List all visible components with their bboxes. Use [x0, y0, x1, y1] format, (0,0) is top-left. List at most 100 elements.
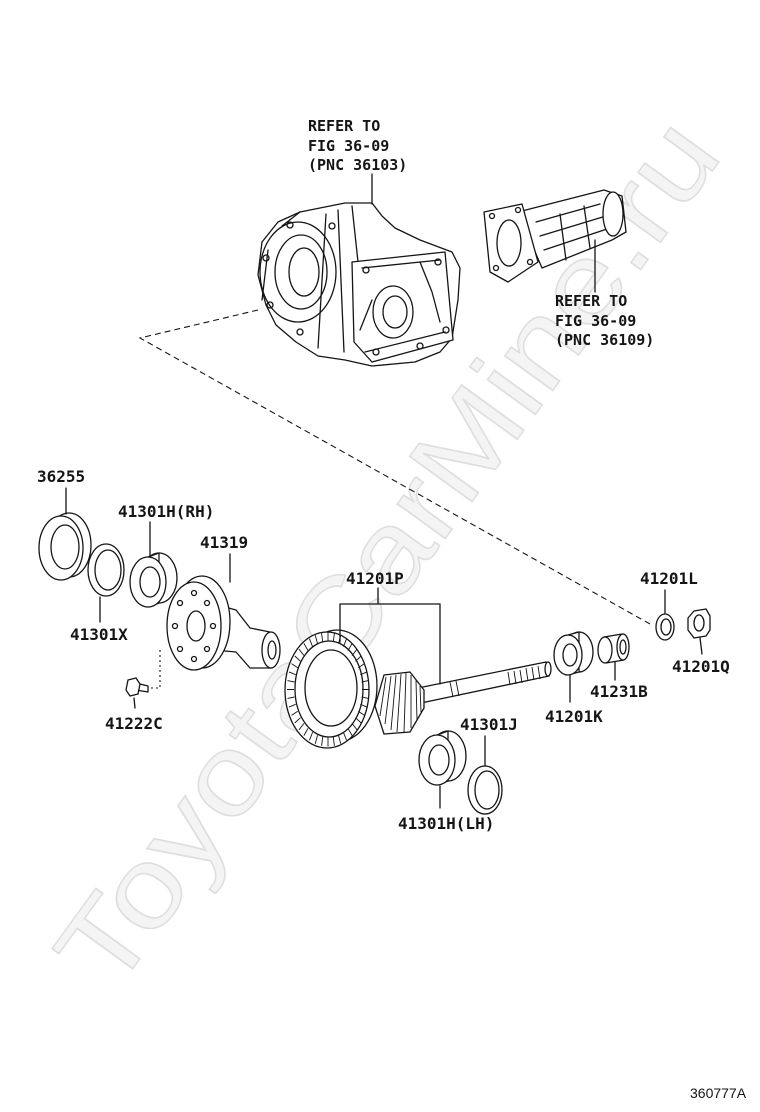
bolt-hole: [266, 301, 274, 309]
part-41319-companion-flange: [166, 553, 281, 671]
reference-line: REFER TO: [555, 292, 627, 310]
seal-front: [38, 515, 84, 581]
shim-outer: [87, 543, 125, 597]
label-41301J[interactable]: 41301J: [460, 715, 518, 734]
extension-bolt-hole: [514, 206, 522, 214]
assembly-dashed-line: [138, 309, 651, 625]
nut-body: [687, 608, 711, 639]
bearing-bore: [139, 566, 161, 598]
housing-front-bore-outer: [274, 234, 328, 310]
leader-41201P-bracket: [339, 603, 441, 685]
flange-bolt-holes: [171, 589, 217, 663]
bolt-install-line: [146, 650, 161, 689]
extension-tube-body: [517, 189, 627, 269]
part-41201Q-nut: [687, 608, 711, 655]
label-41201P[interactable]: 41201P: [346, 569, 404, 588]
flange-disk-front: [166, 581, 222, 671]
nut-bore: [693, 614, 705, 632]
label-36255[interactable]: 36255: [37, 467, 85, 486]
washer-inner: [660, 618, 672, 636]
part-36255-oil-seal: [38, 487, 92, 581]
label-41301X[interactable]: 41301X: [70, 625, 128, 644]
reference-line: (PNC 36109): [555, 331, 654, 349]
reference-line: FIG 36-09: [555, 312, 636, 330]
extension-bolt-hole: [526, 258, 534, 266]
reference-note-36103: REFER TO FIG 36-09 (PNC 36103): [308, 117, 407, 174]
leader-41222C: [133, 697, 136, 709]
flange-bolt-hole: [190, 655, 198, 663]
pinion-shaft-splines: [449, 665, 541, 698]
bearing-front: [418, 734, 456, 786]
label-41201L[interactable]: 41201L: [640, 569, 698, 588]
extension-flange-bore: [496, 219, 522, 267]
reference-note-36109: REFER TO FIG 36-09 (PNC 36109): [555, 292, 654, 349]
pinion-shaft: [417, 661, 550, 704]
transfer-case-housing: [257, 202, 461, 367]
housing-rear-face-ribs: [359, 259, 446, 353]
part-41301J-shim: [467, 735, 503, 815]
extension-bolt-hole: [488, 212, 496, 220]
flange-bolt-hole: [203, 599, 211, 607]
label-41201Q[interactable]: 41201Q: [672, 657, 730, 676]
bearing-front: [553, 634, 583, 676]
bolt-hole: [442, 326, 450, 334]
spacer-bore: [619, 639, 627, 655]
bearing-bore: [562, 643, 578, 667]
housing-rear-bore-outer: [372, 285, 414, 339]
part-41301H-lh-bearing: [418, 730, 467, 809]
label-41222C[interactable]: 41222C: [105, 714, 163, 733]
label-41231B[interactable]: 41231B: [590, 682, 648, 701]
extension-rear-rim: [602, 191, 624, 237]
reference-line: FIG 36-09: [308, 137, 389, 155]
ring-gear-bore: [304, 649, 358, 727]
seal-bore: [50, 524, 80, 570]
label-41201K[interactable]: 41201K: [545, 707, 603, 726]
part-41301H-rh-bearing: [129, 521, 178, 608]
reference-line: REFER TO: [308, 117, 380, 135]
pinion-gear-teeth: [379, 672, 422, 733]
shim-inner: [94, 549, 122, 591]
part-41201L-washer: [655, 589, 675, 641]
part-labels: 36255 41301H(RH) 41319 41201P 41201L 413…: [37, 467, 730, 833]
pinion-shaft-end: [544, 661, 552, 677]
bolt-hole: [286, 221, 294, 229]
bolt-hole: [372, 348, 380, 356]
leader-41201Q: [699, 637, 703, 655]
label-41301H-lh[interactable]: 41301H(LH): [398, 814, 494, 833]
bolt-hole: [262, 254, 270, 262]
spacer-end: [616, 633, 630, 661]
label-41319[interactable]: 41319: [200, 533, 248, 552]
housing-bolt-holes: [262, 221, 450, 356]
extension-bolt-hole: [492, 264, 500, 272]
spacer-front: [597, 636, 613, 664]
part-41301X-shim: [87, 543, 125, 623]
flange-bolt-hole: [203, 645, 211, 653]
flange-bolt-hole: [176, 599, 184, 607]
bolt-hole: [362, 266, 370, 274]
flange-bolt-hole: [176, 645, 184, 653]
part-41222C-bolt: [125, 650, 161, 709]
ring-gear-tooth-root: [294, 640, 364, 738]
flange-hub-end-bore: [267, 640, 277, 660]
flange-hub-end: [261, 631, 281, 669]
housing-front-bore-inner: [288, 247, 320, 297]
housing-rear-bore-inner: [382, 295, 408, 329]
housing-ribs: [261, 205, 359, 353]
part-41231B-spacer: [597, 633, 630, 681]
flange-center-bore: [186, 610, 206, 642]
flange-bolt-hole: [190, 589, 198, 597]
flange-bolt-hole: [171, 622, 179, 630]
reference-line: (PNC 36103): [308, 156, 407, 174]
label-41301H-rh[interactable]: 41301H(RH): [118, 502, 214, 521]
shim-inner: [474, 770, 500, 810]
extension-housing: [483, 189, 627, 283]
flange-bolt-hole: [209, 622, 217, 630]
bearing-front: [129, 556, 167, 608]
bolt-hole: [434, 258, 442, 266]
shim-outer: [467, 765, 503, 815]
bearing-bore: [428, 744, 450, 776]
part-41201P-ring-gear-pinion: [284, 587, 552, 749]
bolt-hole: [416, 342, 424, 350]
part-41201K-bearing: [553, 631, 594, 703]
